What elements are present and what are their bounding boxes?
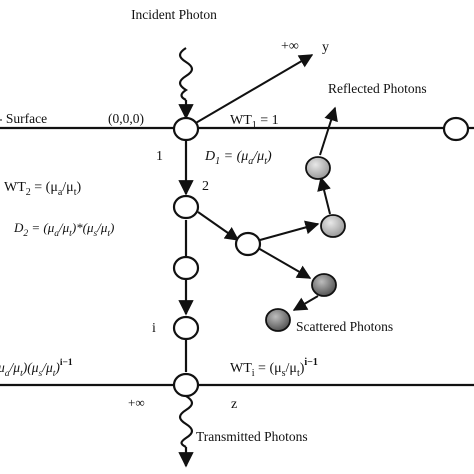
wt2-formula: WT2 = (μa/μt): [4, 180, 81, 198]
node-scatter5: [265, 308, 291, 332]
reflected-photons-label: Reflected Photons: [328, 81, 427, 96]
node-3: [172, 255, 200, 281]
transmitted-wave: [178, 395, 194, 448]
node-scatter4: [311, 273, 337, 297]
transmitted-photons-label: Transmitted Photons: [196, 429, 308, 444]
node-bottom: [172, 372, 200, 398]
plus-infinity-top: +∞: [281, 39, 299, 54]
arrow-node2-scatter1: [197, 211, 240, 241]
arrow-scatter2-scatter3: [317, 176, 331, 215]
wt1-formula: WT1 = 1: [230, 113, 279, 131]
y-axis-arrow: [193, 54, 314, 125]
d2-formula: D2 = (μa/μt)*(μs/μt): [13, 220, 114, 239]
incident-photon-label: Incident Photon: [131, 7, 217, 22]
node-surface: [172, 116, 200, 142]
origin-label: (0,0,0): [108, 111, 144, 126]
arrow-scatter1-scatter4: [257, 247, 312, 279]
node-i: [172, 315, 200, 341]
node-2-label: 2: [202, 179, 209, 194]
node-scatter3: [305, 156, 331, 180]
node-i-label: i: [152, 321, 156, 336]
node-surface-right: [442, 116, 470, 142]
incident-wave: [178, 47, 194, 101]
surface-label: - Surface: [0, 111, 47, 126]
wti-formula: WTi = (μs/μt)i−1: [230, 357, 318, 379]
d1-formula: D1 = (μa/μt): [204, 149, 272, 167]
node-scatter1: [234, 231, 262, 257]
scattered-photons-label: Scattered Photons: [296, 319, 393, 334]
left-weight-formula: μa/μt)(μs/μt)i−1: [0, 358, 73, 379]
node-1-label: 1: [156, 149, 163, 164]
node-2: [172, 194, 200, 220]
arrow-scatter4-scatter5: [292, 295, 319, 311]
plus-infinity-bottom: +∞: [128, 395, 145, 410]
y-axis-label: y: [322, 40, 329, 55]
z-axis-label: z: [231, 397, 237, 412]
node-scatter2: [320, 214, 346, 238]
arrow-reflected: [319, 106, 338, 156]
arrow-scatter1-scatter2: [259, 220, 320, 241]
